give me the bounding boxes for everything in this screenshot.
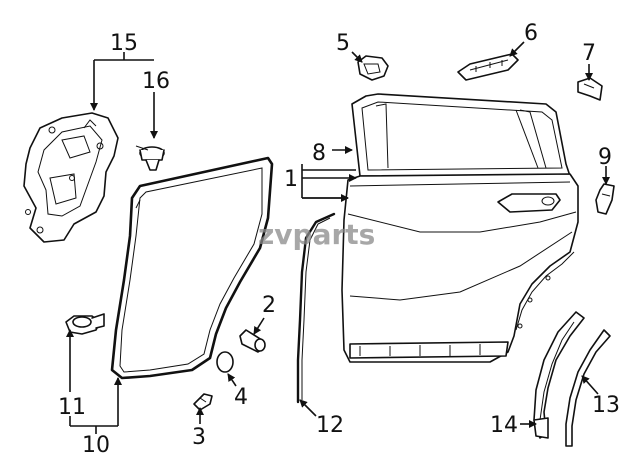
callout-1: 1 — [284, 167, 298, 192]
callout-13: 13 — [592, 393, 620, 418]
end-cap-9 — [595, 183, 615, 215]
callout-5: 5 — [336, 31, 350, 56]
leader-lines — [66, 41, 610, 434]
callout-2: 2 — [262, 293, 276, 318]
callout-12: 12 — [316, 413, 344, 438]
callout-labels: 15 16 5 6 7 8 1 9 2 4 3 11 10 12 14 13 — [58, 21, 620, 458]
callout-10: 10 — [82, 433, 110, 458]
weatherstrip-10 — [110, 156, 274, 380]
callout-4: 4 — [234, 385, 248, 410]
rear-door-shell — [341, 93, 579, 363]
callout-9: 9 — [598, 145, 612, 170]
callout-6: 6 — [524, 21, 538, 46]
clip-3 — [193, 393, 213, 411]
cap-4 — [216, 351, 234, 373]
corner-piece-7 — [577, 77, 603, 101]
arch-molding-13 — [565, 329, 611, 447]
callout-14: 14 — [490, 413, 518, 438]
door-module-panel — [23, 112, 119, 243]
arch-molding-14 — [533, 311, 585, 439]
callout-16: 16 — [142, 69, 170, 94]
bracket-5 — [357, 55, 389, 81]
stopper-2 — [239, 329, 266, 353]
callout-8: 8 — [312, 141, 326, 166]
seal-strip-12 — [296, 212, 336, 404]
watermark-logo: zvparts — [258, 218, 375, 251]
retainer-11 — [65, 313, 105, 335]
watermark-text: zvparts — [258, 218, 375, 251]
callout-7: 7 — [582, 41, 596, 66]
clip-16 — [135, 145, 165, 171]
callout-15: 15 — [110, 31, 138, 56]
callout-11: 11 — [58, 395, 86, 420]
callout-3: 3 — [192, 425, 206, 450]
molding-6 — [457, 53, 519, 81]
